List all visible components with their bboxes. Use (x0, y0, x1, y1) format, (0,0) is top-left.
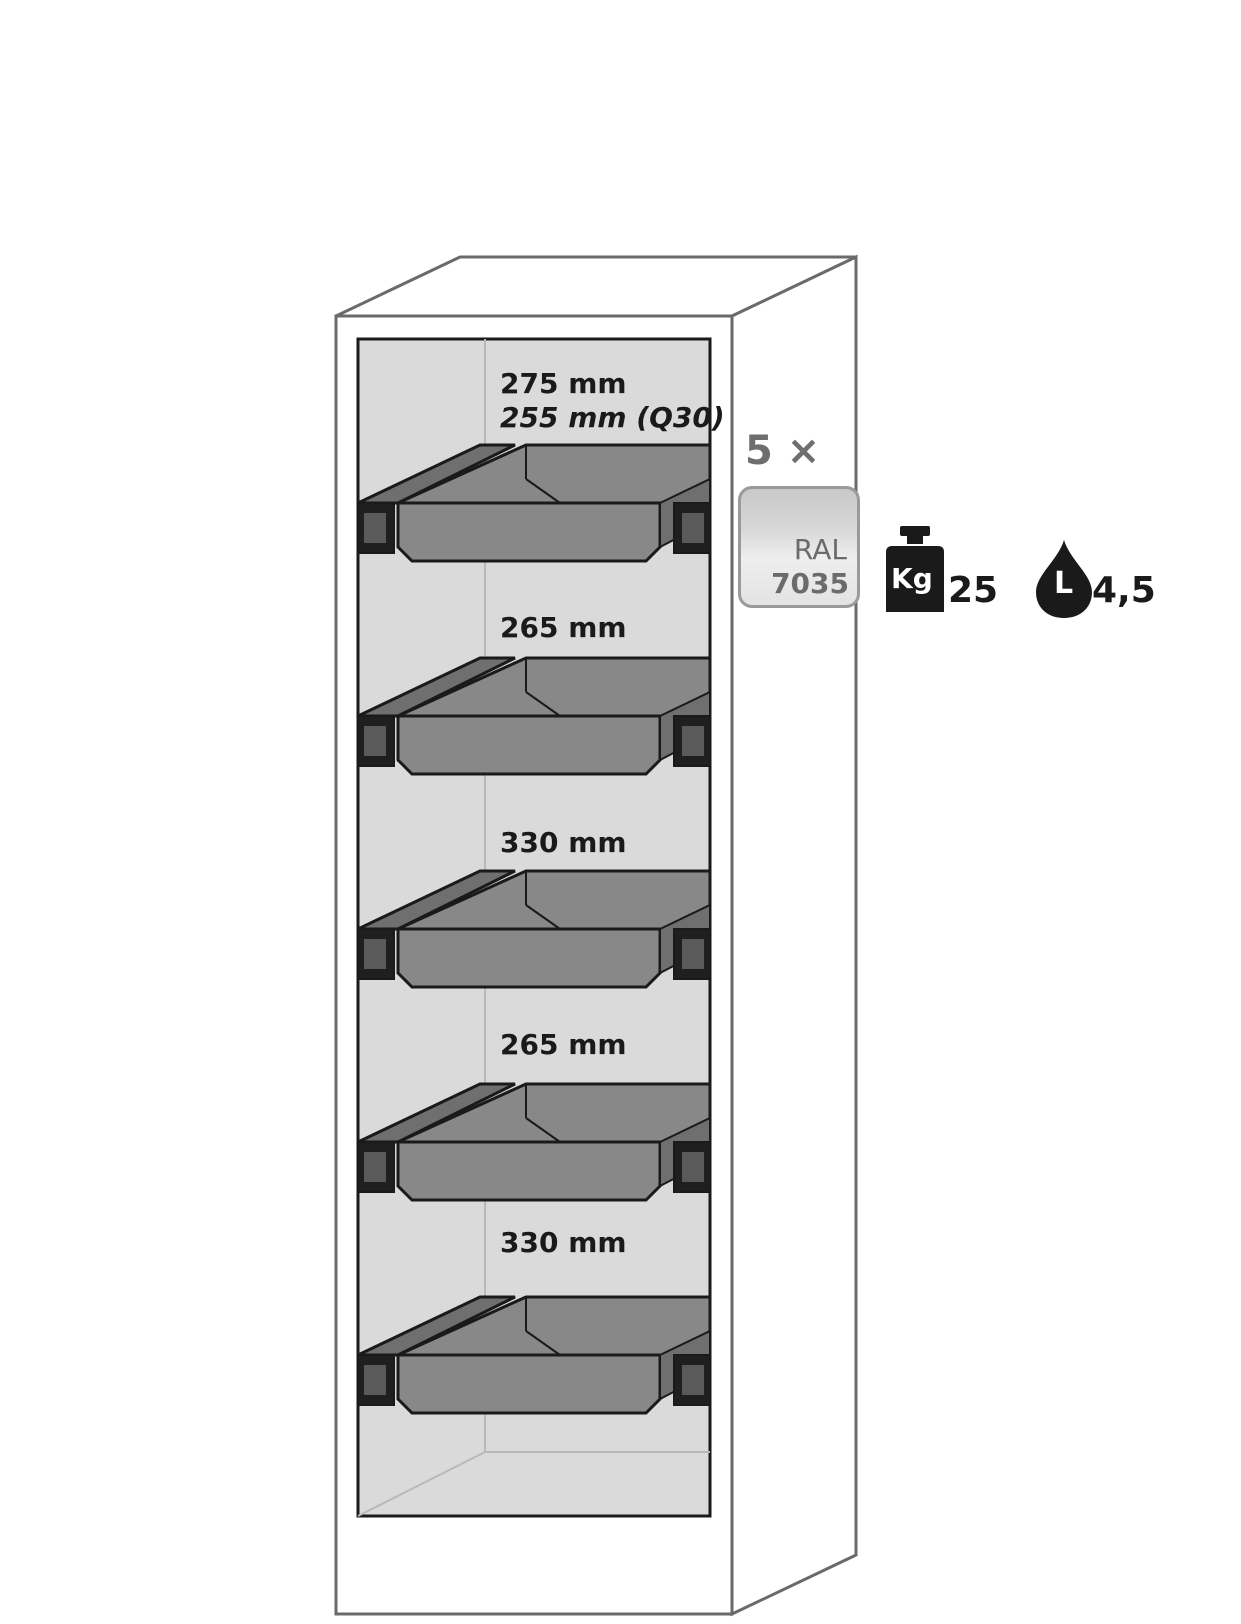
drawer-trays (357, 443, 712, 1415)
quantity-label: 5 × (745, 428, 821, 474)
weight-value: 25 (948, 570, 999, 611)
tray-1-fold-2 (525, 478, 561, 504)
tray-1-left-bracket-slot (364, 513, 386, 543)
tray-5-left-bracket-slot (364, 1365, 386, 1395)
tray-2-right-bracket-slot (682, 726, 704, 756)
tray-4-fold-2 (525, 1117, 561, 1143)
ral-color-swatch: RAL 7035 (738, 486, 860, 608)
shelf-height-1: 275 mm (500, 367, 627, 400)
capacity-unit: L (1054, 566, 1074, 601)
tray-5-right-bracket-slot (682, 1365, 704, 1395)
shelf-height-3: 330 mm (500, 826, 627, 859)
tray-3-left-bracket-slot (364, 939, 386, 969)
shelf-height-4: 265 mm (500, 1028, 627, 1061)
weight-icon (886, 526, 944, 612)
ral-label: RAL (793, 533, 847, 566)
capacity-value: 4,5 (1092, 570, 1156, 611)
shelf-height-2: 265 mm (500, 611, 627, 644)
weight-unit: Kg (891, 562, 933, 595)
ral-code: 7035 (771, 567, 849, 600)
tray-3-right-bracket-slot (682, 939, 704, 969)
shelf-height-1-q30: 255 mm (Q30) (500, 401, 725, 434)
tray-2-fold-2 (525, 691, 561, 717)
drop-icon (1036, 540, 1092, 618)
tray-2-left-bracket-slot (364, 726, 386, 756)
tray-5-fold-2 (525, 1330, 561, 1356)
tray-4-right-bracket-slot (682, 1152, 704, 1182)
tray-3-fold-2 (525, 904, 561, 930)
tray-4-left-bracket-slot (364, 1152, 386, 1182)
interior-floor-side (357, 1451, 486, 1517)
shelf-height-5: 330 mm (500, 1226, 627, 1259)
tray-1-right-bracket-slot (682, 513, 704, 543)
